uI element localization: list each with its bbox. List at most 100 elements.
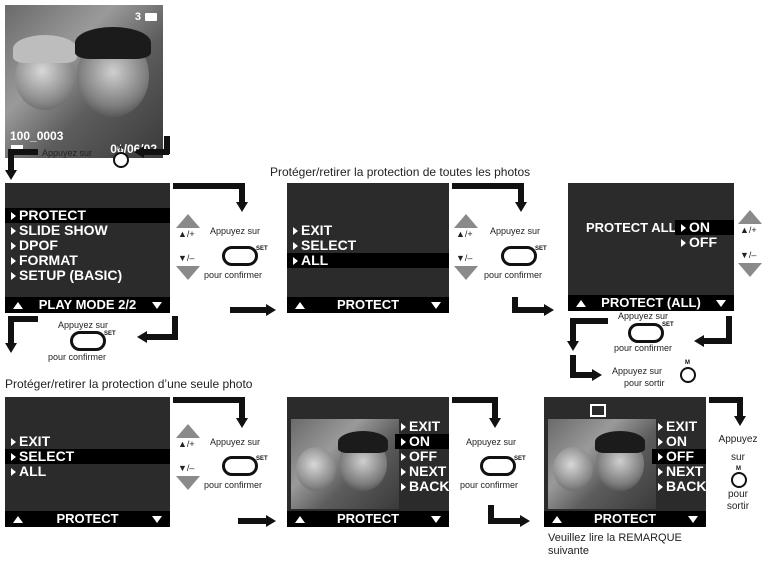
child-left-face: [553, 447, 593, 491]
menu-item-exit[interactable]: EXIT: [5, 434, 170, 449]
menu-item-all[interactable]: ALL: [5, 464, 170, 479]
menu-item-next[interactable]: NEXT: [395, 464, 449, 479]
menu-item-back[interactable]: BACK: [652, 479, 706, 494]
down-arrow-icon: [716, 300, 726, 307]
menu-item-off[interactable]: OFF: [652, 449, 706, 464]
m-button-icon[interactable]: [680, 367, 696, 383]
down-arrow-icon: [431, 302, 441, 309]
set-button-icon[interactable]: [480, 456, 516, 476]
exit-arrow-shaft-v: [737, 397, 743, 417]
set-button-icon[interactable]: [222, 456, 258, 476]
section-one-title: Protéger/retirer la protection d’une seu…: [5, 377, 252, 391]
flow-down-head: [5, 343, 17, 353]
menu-item-format[interactable]: FORMAT: [5, 253, 170, 268]
menu-item-back[interactable]: BACK: [395, 479, 449, 494]
nav-down-icon[interactable]: [454, 266, 478, 280]
menu-item-protect[interactable]: PROTECT: [5, 208, 170, 223]
flow-right-shaft: [238, 518, 266, 524]
status-bar: PROTECT: [544, 511, 706, 527]
set-button-icon[interactable]: [628, 323, 664, 343]
exit-arrow-head: [734, 416, 746, 426]
menu-item-select[interactable]: SELECT: [287, 238, 449, 253]
confirm-label: pour confirmer: [484, 270, 542, 280]
menu-item-select[interactable]: SELECT: [5, 449, 170, 464]
nav-up-icon[interactable]: [738, 210, 762, 224]
set-button-icon[interactable]: [70, 331, 106, 351]
press-set-label: Appuyez sur: [618, 311, 668, 321]
play-menu: PROTECT SLIDE SHOW DPOF FORMAT SETUP (BA…: [5, 208, 170, 283]
bar-label: PROTECT: [56, 511, 118, 526]
thumbnail-photo: [548, 419, 656, 509]
flow-right-head: [266, 515, 276, 527]
flow-right-head: [266, 304, 276, 316]
arrow-left-head: [5, 170, 17, 180]
child-left-hair: [13, 35, 77, 63]
set-label: SET: [535, 246, 547, 252]
flow-arrow-shaft: [452, 183, 524, 189]
nav-up-label: ▲/+: [740, 225, 757, 235]
menu-item-exit[interactable]: EXIT: [652, 419, 706, 434]
arrow-right-shaft-v: [164, 136, 170, 154]
menu-item-setup[interactable]: SETUP (BASIC): [5, 268, 170, 283]
note-text: Veuillez lire la REMARQUE suivante: [548, 532, 682, 558]
nav-down-icon[interactable]: [738, 263, 762, 277]
nav-up-icon[interactable]: [176, 424, 200, 438]
m-button-icon[interactable]: [731, 472, 747, 488]
up-arrow-icon: [295, 302, 305, 309]
confirm-label: pour confirmer: [614, 343, 672, 353]
exit-out-line-2: sortir: [710, 501, 766, 513]
menu-item-next[interactable]: NEXT: [652, 464, 706, 479]
down-arrow-icon: [431, 516, 441, 523]
nav-down-label: ▼/–: [456, 253, 472, 263]
flow-arrow-head: [236, 202, 248, 212]
flow-back-head: [694, 335, 704, 347]
protect-all-screen: PROTECT ALL ON OFF PROTECT (ALL): [568, 183, 734, 311]
up-arrow-icon: [552, 516, 562, 523]
menu-item-on[interactable]: ON: [652, 434, 706, 449]
confirm-label: pour confirmer: [204, 270, 262, 280]
menu-item-off[interactable]: OFF: [395, 449, 449, 464]
set-label: SET: [256, 456, 268, 462]
set-button-icon[interactable]: [501, 246, 537, 266]
m-button-icon[interactable]: [113, 152, 129, 168]
press-set-label: Appuyez sur: [210, 226, 260, 236]
option-off[interactable]: OFF: [675, 235, 734, 250]
exit-arrow-head: [592, 369, 602, 381]
flow-arrow-shaft-h: [570, 318, 608, 324]
file-name: 100_0003: [10, 129, 63, 143]
menu-item-exit[interactable]: EXIT: [395, 419, 449, 434]
nav-down-label: ▼/–: [740, 250, 756, 260]
protect-all-label: PROTECT ALL: [586, 220, 677, 235]
nav-up-label: ▲/+: [456, 229, 473, 239]
arrow-left-shaft-v: [8, 149, 14, 171]
down-arrow-icon: [152, 516, 162, 523]
camera-icon: [145, 13, 157, 21]
protect-screen-b: EXIT SELECT ALL PROTECT: [5, 397, 170, 527]
note-line-2: suivante: [548, 545, 682, 558]
menu-item-on[interactable]: ON: [395, 434, 449, 449]
nav-up-icon[interactable]: [176, 214, 200, 228]
bar-label: PROTECT: [337, 511, 399, 526]
nav-up-label: ▲/+: [178, 229, 195, 239]
menu-item-slide-show[interactable]: SLIDE SHOW: [5, 223, 170, 238]
top-photo-screen: 3 100_0003 06/06/02: [5, 5, 163, 158]
flow-right-head: [520, 515, 530, 527]
exit-out-line-1: pour: [710, 489, 766, 501]
menu-item-exit[interactable]: EXIT: [287, 223, 449, 238]
menu-item-all[interactable]: ALL: [287, 253, 449, 268]
flow-arrow-shaft-v: [239, 183, 245, 203]
flow-back-shaft-v: [726, 316, 732, 344]
flow-right-head: [544, 304, 554, 316]
set-button-icon[interactable]: [222, 246, 258, 266]
press-set-label: Appuyez sur: [58, 320, 108, 330]
nav-up-icon[interactable]: [454, 214, 478, 228]
thumbnail-photo: [291, 419, 399, 509]
nav-down-icon[interactable]: [176, 266, 200, 280]
nav-up-label: ▲/+: [178, 439, 195, 449]
nav-down-icon[interactable]: [176, 476, 200, 490]
up-arrow-icon: [295, 516, 305, 523]
option-on[interactable]: ON: [675, 220, 734, 235]
exit-label: pour sortir: [624, 378, 665, 388]
exit-press-line-2: sur: [710, 452, 766, 464]
menu-item-dpof[interactable]: DPOF: [5, 238, 170, 253]
